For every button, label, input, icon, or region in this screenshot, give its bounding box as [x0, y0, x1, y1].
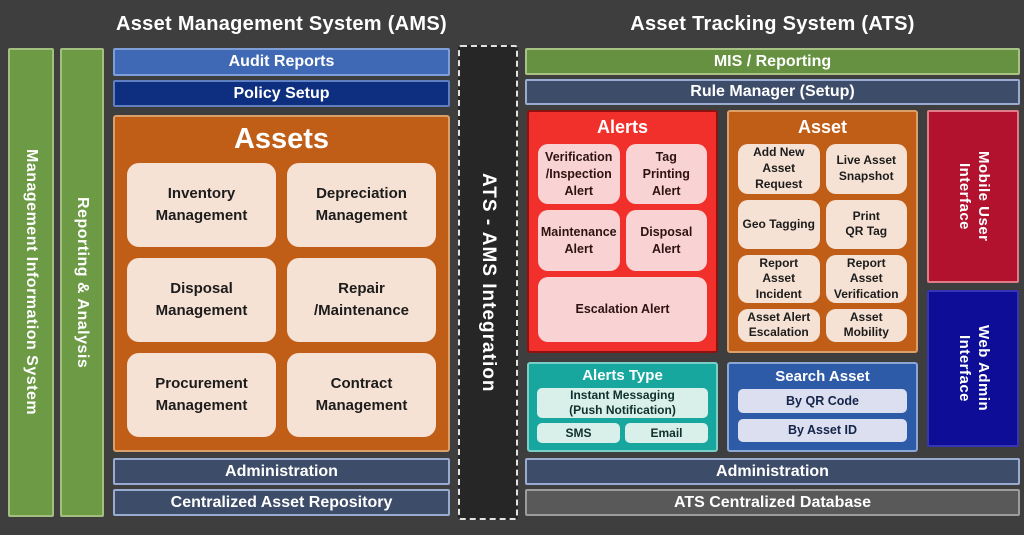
search-asset-grid: By QR Code By Asset ID	[729, 389, 916, 450]
mis-reporting-row: MIS / Reporting	[525, 48, 1020, 75]
add-new-asset-request-box: Add New Asset Request	[738, 144, 820, 194]
policy-setup-row: Policy Setup	[113, 80, 450, 107]
live-asset-snapshot-box: Live Asset Snapshot	[825, 144, 907, 194]
management-information-system-label: Management Information System	[23, 149, 40, 416]
ats-ams-integration-bar: ATS - AMS Integration	[458, 45, 518, 520]
audit-reports-row: Audit Reports	[113, 48, 450, 76]
mobile-user-interface-bar: Mobile User Interface	[927, 110, 1019, 283]
rule-manager-row: Rule Manager (Setup)	[525, 79, 1020, 105]
centralized-asset-repository-row: Centralized Asset Repository	[113, 489, 450, 516]
asset-grid: Add New Asset Request Live Asset Snapsho…	[729, 144, 916, 351]
assets-panel-title: Assets	[233, 123, 330, 155]
alerts-grid: Verification /Inspection Alert Tag Print…	[529, 144, 716, 351]
asset-panel: Asset Add New Asset Request Live Asset S…	[727, 110, 918, 353]
ats-system-title: Asset Tracking System (ATS)	[630, 13, 915, 35]
contract-management-box: Contract Management	[287, 353, 436, 437]
by-asset-id-box: By Asset ID	[738, 418, 907, 442]
alerts-panel: Alerts Verification /Inspection Alert Ta…	[527, 110, 718, 353]
email-box: Email	[625, 423, 708, 443]
web-admin-interface-bar: Web Admin Interface	[927, 290, 1019, 447]
ats-administration-row: Administration	[525, 458, 1020, 485]
verification-inspection-alert-box: Verification /Inspection Alert	[538, 144, 620, 205]
assets-grid: Inventory Management Depreciation Manage…	[115, 163, 448, 450]
maintenance-alert-box: Maintenance Alert	[538, 210, 620, 271]
search-asset-panel: Search Asset By QR Code By Asset ID	[727, 362, 918, 452]
report-asset-verification-box: Report Asset Verification	[825, 255, 907, 303]
alerts-type-panel: Alerts Type Instant Messaging (Push Noti…	[527, 362, 718, 452]
reporting-analysis-label: Reporting & Analysis	[74, 196, 91, 369]
ats-ams-integration-label: ATS - AMS Integration	[477, 172, 499, 393]
sms-box: SMS	[537, 423, 620, 443]
disposal-management-box: Disposal Management	[127, 258, 276, 342]
ams-administration-row: Administration	[113, 458, 450, 485]
ams-system-title: Asset Management System (AMS)	[115, 13, 447, 35]
procurement-management-box: Procurement Management	[127, 353, 276, 437]
by-qr-code-box: By QR Code	[738, 389, 907, 413]
alerts-type-panel-title: Alerts Type	[582, 367, 663, 384]
report-asset-incident-box: Report Asset Incident	[738, 255, 820, 303]
instant-messaging-box: Instant Messaging (Push Notification)	[537, 388, 708, 419]
mobile-user-interface-label: Mobile User Interface	[956, 151, 992, 242]
tag-printing-alert-box: Tag Printing Alert	[625, 144, 707, 205]
ats-centralized-database-row: ATS Centralized Database	[525, 489, 1020, 516]
alerts-panel-title: Alerts	[596, 117, 649, 137]
management-information-system-bar: Management Information System	[8, 48, 54, 517]
asset-panel-title: Asset	[797, 117, 848, 137]
print-qr-tag-box: Print QR Tag	[825, 199, 907, 250]
geo-tagging-box: Geo Tagging	[738, 199, 820, 250]
disposal-alert-box: Disposal Alert	[625, 210, 707, 271]
inventory-management-box: Inventory Management	[127, 163, 276, 247]
asset-mobility-box: Asset Mobility	[825, 308, 907, 342]
asset-alert-escalation-box: Asset Alert Escalation	[738, 308, 820, 342]
reporting-analysis-bar: Reporting & Analysis	[60, 48, 104, 517]
alerts-type-grid: Instant Messaging (Push Notification) SM…	[529, 388, 716, 450]
web-admin-interface-label: Web Admin Interface	[956, 325, 992, 412]
repair-maintenance-box: Repair /Maintenance	[287, 258, 436, 342]
escalation-alert-box: Escalation Alert	[538, 276, 707, 342]
depreciation-management-box: Depreciation Management	[287, 163, 436, 247]
search-asset-panel-title: Search Asset	[775, 368, 870, 385]
assets-panel: Assets Inventory Management Depreciation…	[113, 115, 450, 452]
